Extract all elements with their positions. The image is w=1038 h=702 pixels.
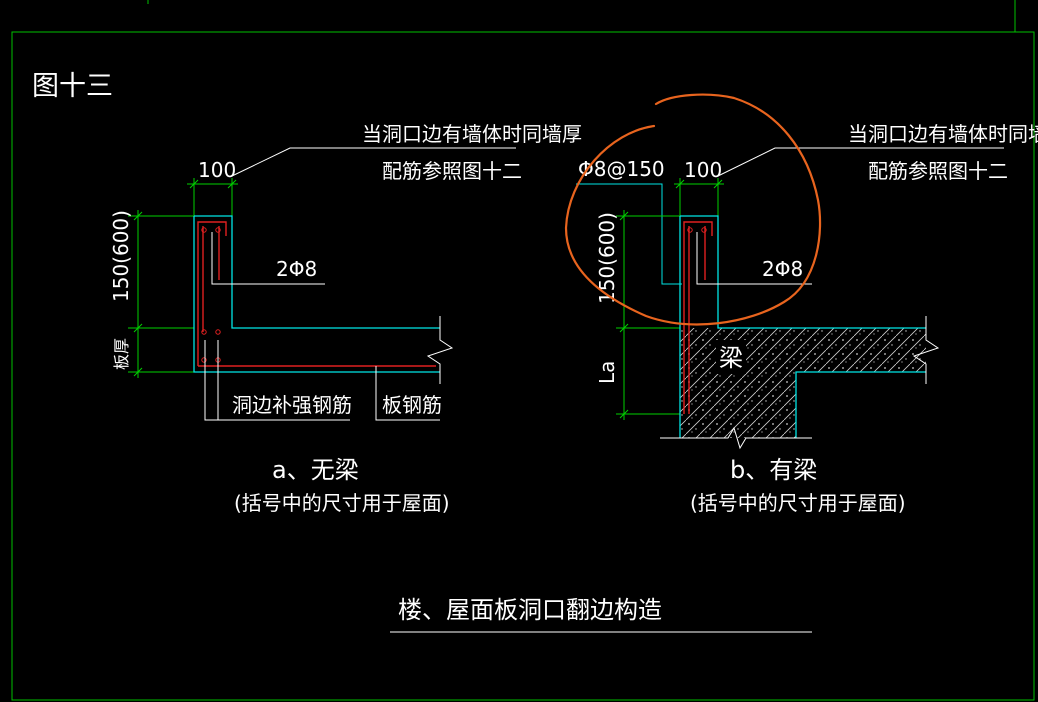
right-note-line1: 当洞口边有墙体时同墙厚 bbox=[848, 122, 1038, 146]
left-detail: 当洞口边有墙体时同墙厚 配筋参照图十二 100 150(600) 板厚 bbox=[109, 122, 582, 515]
drawing-frame bbox=[11, 0, 1035, 701]
left-note-line1: 当洞口边有墙体时同墙厚 bbox=[362, 122, 582, 146]
right-note-line2: 配筋参照图十二 bbox=[868, 159, 1008, 183]
right-width-dim-text: 100 bbox=[684, 158, 722, 182]
beam-label-bg bbox=[716, 340, 746, 374]
right-anchor-dim-text: La bbox=[595, 361, 619, 384]
left-concrete-outline bbox=[193, 215, 440, 373]
right-rebar-label: 2Φ8 bbox=[762, 257, 803, 281]
right-caption-note: (括号中的尺寸用于屋面) bbox=[690, 491, 906, 515]
right-concrete-outline bbox=[679, 215, 926, 438]
beam-label: 梁 bbox=[719, 344, 743, 372]
left-break-line bbox=[426, 316, 454, 384]
right-bottom-break-line bbox=[660, 426, 812, 450]
left-note-leader bbox=[231, 147, 516, 177]
left-slab-rebar-label: 板钢筋 bbox=[382, 393, 442, 417]
right-height-dimension bbox=[616, 210, 680, 420]
highlight-circle bbox=[564, 93, 822, 326]
left-width-dimension bbox=[187, 178, 238, 216]
right-rebar bbox=[683, 221, 713, 414]
left-hole-rebar-label: 洞边补强钢筋 bbox=[232, 393, 352, 417]
left-rebar-leaders bbox=[204, 232, 440, 421]
left-rebar-label: 2Φ8 bbox=[276, 257, 317, 281]
left-width-dim-text: 100 bbox=[198, 158, 236, 182]
left-height-dim-text: 150(600) bbox=[109, 210, 133, 302]
left-caption-note: (括号中的尺寸用于屋面) bbox=[234, 491, 450, 515]
main-title: 楼、屋面板洞口翻边构造 bbox=[398, 596, 662, 624]
right-stirrup-label: Φ8@150 bbox=[578, 157, 665, 181]
right-rebar-dots bbox=[687, 227, 707, 233]
right-detail: 当洞口边有墙体时同墙厚 配筋参照图十二 Φ8@150 100 150(600) … bbox=[576, 122, 1038, 515]
right-caption: b、有梁 bbox=[730, 456, 817, 484]
right-stirrup-leader bbox=[576, 183, 682, 285]
right-break-line bbox=[912, 316, 940, 384]
right-height-dim-text: 150(600) bbox=[595, 212, 619, 304]
left-rebar bbox=[197, 221, 436, 367]
right-note-leader bbox=[717, 147, 1004, 177]
figure-label: 图十三 bbox=[32, 71, 113, 102]
left-height-dimension bbox=[128, 210, 194, 378]
left-caption: a、无梁 bbox=[272, 456, 359, 484]
left-slab-dim-text: 板厚 bbox=[112, 338, 131, 370]
left-note-line2: 配筋参照图十二 bbox=[382, 159, 522, 183]
right-width-dimension bbox=[674, 178, 724, 216]
right-rebar-leader bbox=[696, 232, 812, 285]
